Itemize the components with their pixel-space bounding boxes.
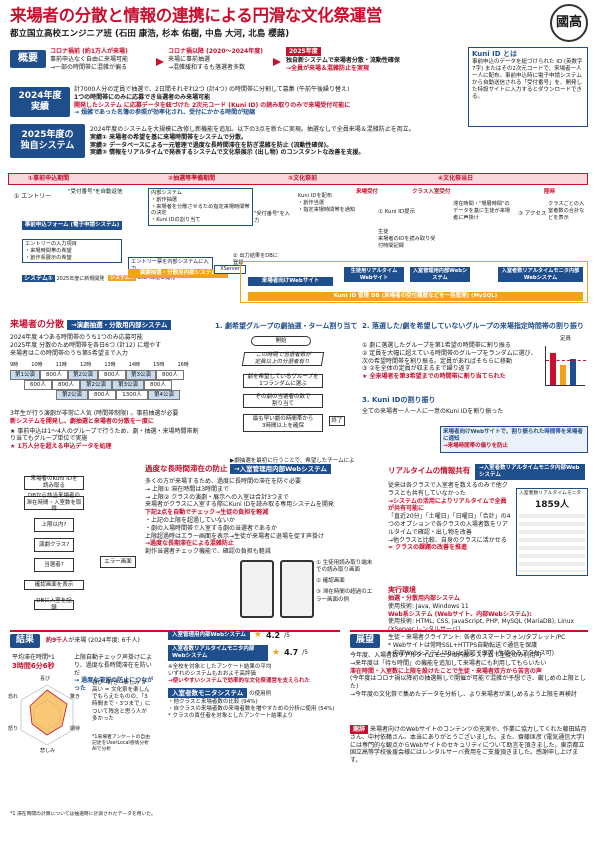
overview-label: 概要: [10, 50, 46, 68]
arrow-icon: [273, 58, 281, 66]
timeline-row: 第2公演 800人 1300人 第4公演: [56, 390, 180, 400]
overview-before: コロナ禍前 (約1万人が来場) 事前申込なく自由に来場可能 →一部の時間帯に混雑…: [50, 48, 170, 71]
exit-recv: 陸時: [544, 189, 556, 195]
algo-step2-items: ① 劇に落選したグループを第1希望の時間帯に割り振る ② 定員を大幅に超えている…: [362, 342, 537, 381]
algo-webcard: 来場者向けWebサイトで、割り振られた時間帯を来場者に通知 →来場時間帯の偏りを…: [440, 426, 588, 453]
school-logo: 國高: [550, 4, 588, 42]
cap-chart: [545, 346, 586, 386]
overview-after-line: 来場に事前抽選: [168, 55, 211, 63]
system-diagram: ①事前申込期間 ②抽選等準備期間 ③文化祭前 ④文化祭当日 ① エントリー "受…: [8, 173, 588, 313]
dispersion-notes: 3年生が行う演劇が非常に人気 (時間帯制限) 。事前抽選が必要 新システムを開発…: [10, 410, 199, 451]
thanks-block: 謝辞 来場者向けのWebサイトのコンテンツの充実や、作業に協力してくれた藤田結月…: [350, 725, 587, 765]
algo-step3: 3. Kuni IDの割り振り: [362, 396, 436, 404]
visitor-rt: 入室者数リアルタイムモニタ内部Webシステム: [498, 267, 583, 282]
outlook-bar: [350, 630, 588, 632]
entry-label: ① エントリー: [14, 193, 52, 200]
impl-section: 実行環境 抽選・分散用内部システム 使用技術: Java, Windows 11…: [388, 586, 575, 657]
radar-labels: 喜び 驚き 期待 悲しみ 怒り 恐れ: [8, 676, 81, 754]
y2024-label: 2024年度 実績: [10, 87, 70, 117]
overview-target-line2: →全員が来場＆混雑防止を実現: [286, 64, 370, 72]
stay-flowchart: 来場者のKuni IDを読み取る DBから該当来場者の滞在時間・入室数を取得 上…: [10, 476, 140, 616]
stay-title: 過度な長時間滞在の防止 →入室管理用内部Webシステム: [145, 464, 331, 474]
overview-after-line: →混雑緩和するも落選者多数: [168, 63, 246, 71]
kuni-id-box: Kuni ID とは 事前申込のデータを紐づけられた ID (英数字7字) また…: [468, 47, 588, 127]
phase-4: ④文化祭当日: [438, 175, 474, 182]
sys-note-2: システム② 2024年度に開発: [108, 275, 176, 281]
room-mgmt: 入室管理用内部Webシステム: [410, 267, 470, 282]
output-to-db: ② 出力結果をDBに登録: [233, 253, 278, 266]
radar-quote: 喜び→好き→楽しみ が高い = 文化祭を楽しんでもらえたものの、「3時間まで・3…: [92, 680, 151, 722]
algo-step3-desc: 全ての来場者一人一人に一意のKuni IDを割り振った: [362, 408, 504, 415]
overview-after: コロナ禍以降 (2020〜2024年度) 来場に事前抽選 →混雑緩和するも落選者…: [168, 48, 288, 71]
xserver: XServer: [214, 265, 246, 274]
entry-list: エントリーの入力項目 ・来場時間帯の希望 ・創作系展示の希望: [22, 239, 122, 264]
phone-captions: ① 生徒用読み取り端末での読み取り画面 ② 確認画面 ③ 滞在時間の超過のエラー…: [316, 560, 373, 603]
overview-before-line: 事前申込なく自由に来場可能: [50, 55, 129, 63]
cap-label: 定員: [560, 336, 572, 342]
overview-target-line1: 独自新システムで来場者分散・流動性確保: [286, 56, 400, 64]
apply-form: 事前申込フォーム (電子申請システム): [22, 221, 122, 230]
auto-send: "受付番号"を自動返信: [68, 189, 123, 195]
sys-note-1: システム① 2025年度に新規開発: [22, 275, 105, 282]
outlook-title: 展望: [350, 634, 380, 648]
algo-step1: 1. 劇希望グループの劇抽選・ターム割り当て: [215, 322, 358, 330]
phase-2: ②抽選等準備期間: [168, 175, 216, 182]
results-avg: 平均滞在時間*1 3時間6分6秒: [12, 654, 55, 670]
student-read: 生徒 来場者のIDを読み取り受付時間記録: [378, 229, 436, 249]
rt-monitor: 生徒用リアルタイムWebサイト: [344, 267, 404, 282]
y2025-text: 2024年度のシステムを大規模に改修し新機能を追加。以下の3点を新たに実現。抽選…: [90, 126, 415, 157]
arrow-icon: [156, 58, 164, 66]
results-visitors: 約9千人が来場 (2024年度: 6千人): [46, 637, 140, 644]
timeline-row: 600人 800人 第2公演 第3公演 800人: [24, 380, 172, 390]
phase-3: ③文化祭前: [288, 175, 318, 182]
realtime-screen: 入室者数リアルタイムモニタ 1859人: [516, 488, 588, 576]
access: ③ アクセス: [518, 211, 547, 217]
phase-1: ①事前申込期間: [28, 175, 70, 182]
radar-chart: [20, 684, 74, 746]
y2025-label: 2025年度の 独自システム: [10, 124, 85, 158]
lottery-db: 演劇抽選・分散用内部システム: [128, 269, 228, 278]
star-icon: ★: [272, 647, 281, 658]
realtime-title: リアルタイムの情報共有: [388, 466, 471, 475]
phone-icon: [280, 560, 314, 618]
kuni-show: ① Kuni ID提示: [378, 209, 416, 215]
results-footnote: *1来場者アンケートの自由記述をUserLocal感情分析AIで分析: [92, 735, 151, 753]
server-frame: [240, 261, 588, 303]
rt-entry: 滞在時間・"場展時間"のデータを基に生徒が来場者に声掛け: [453, 201, 511, 221]
input-recv: "受付番号"を入力: [254, 211, 290, 224]
visitor-recv: 来場受付: [356, 189, 379, 195]
kuni-dist: Kuni IDを配布 ・創作当選 ・指定来場時間帯を通知: [298, 193, 356, 213]
results-title: 結果: [10, 634, 40, 648]
realtime-note: クラスごとの入室者数の合計などを表示: [548, 201, 585, 221]
phone-screens: [240, 560, 320, 620]
outlook-text: 今年度、入場者数リアルタイムモニタは内部システムで生徒のみ利用可 →来年度は「待…: [350, 652, 586, 698]
special-site: 来場者向けWebサイト: [248, 277, 333, 286]
overview-target: 2025年度 独自新システムで来場者分散・流動性確保 →全員が来場＆混雑防止を実…: [286, 47, 466, 72]
algo-step2: 2. 落選した/劇を希望していないグループの来場指定時間帯の割り振り: [362, 322, 584, 330]
kuni-db: Kuni ID 管理 DB (来場者の受付履歴などを一括管理) (MySQL): [248, 292, 583, 301]
y2024-text: 計7000人分の定員で抽選で、2日間それぞれ2つ (計4つ) の時間帯に分割して…: [74, 86, 351, 117]
realtime-text: 従来は各クラスで入室者を数えるのみで他クラスとも共有していなかった →システムの…: [388, 482, 511, 552]
results-footnote2: *1 滞在時間の計算については抽選時に計測されたデータを用いた。: [10, 812, 156, 817]
results-bar: [10, 630, 340, 632]
internal-system: 内部システム ・創作抽選 ・来場者を分散させるため指定来場時間帯の決定 ・Kun…: [148, 188, 253, 226]
realtime-tag: →入室者数リアルタイムモニタ内部Webシステム: [475, 464, 585, 480]
stay-text: 多くの方が来場するため、過度に長時間の滞在を防ぐ必要 → 上限① 滞在時間は3時…: [145, 478, 334, 556]
class-recv: クラス入室受付: [412, 189, 451, 195]
phone-icon: [240, 560, 274, 618]
poster-authors: 都立国立高校エンジニア班 (石田 康浩, 杉本 佑樹, 中島 大河, 北島 櫻蕗…: [10, 29, 290, 39]
dispersion-section: 来場者の分散 →演劇抽選・分散用内部システム 2024年度 4つある時間帯のうち…: [10, 320, 200, 358]
star-icon: ★: [253, 630, 262, 640]
score-block: 入室管理用内部Webシステム ★ 4.2/5 入室者数リアルタイムモニタ内部We…: [168, 630, 335, 719]
timeline-row: 第1公演 800人 第2公演 800人 第3公演 800人: [10, 370, 184, 380]
results-lines: 上限自動チェック声掛けにより、過度な長時間滞在を防いだ → 過度な滞留の防止につ…: [74, 654, 154, 693]
overview-before-line: →一部の時間帯に混雑が偏る: [50, 63, 128, 71]
poster-title: 来場者の分散と情報の連携による円滑な文化祭運営: [10, 6, 383, 25]
